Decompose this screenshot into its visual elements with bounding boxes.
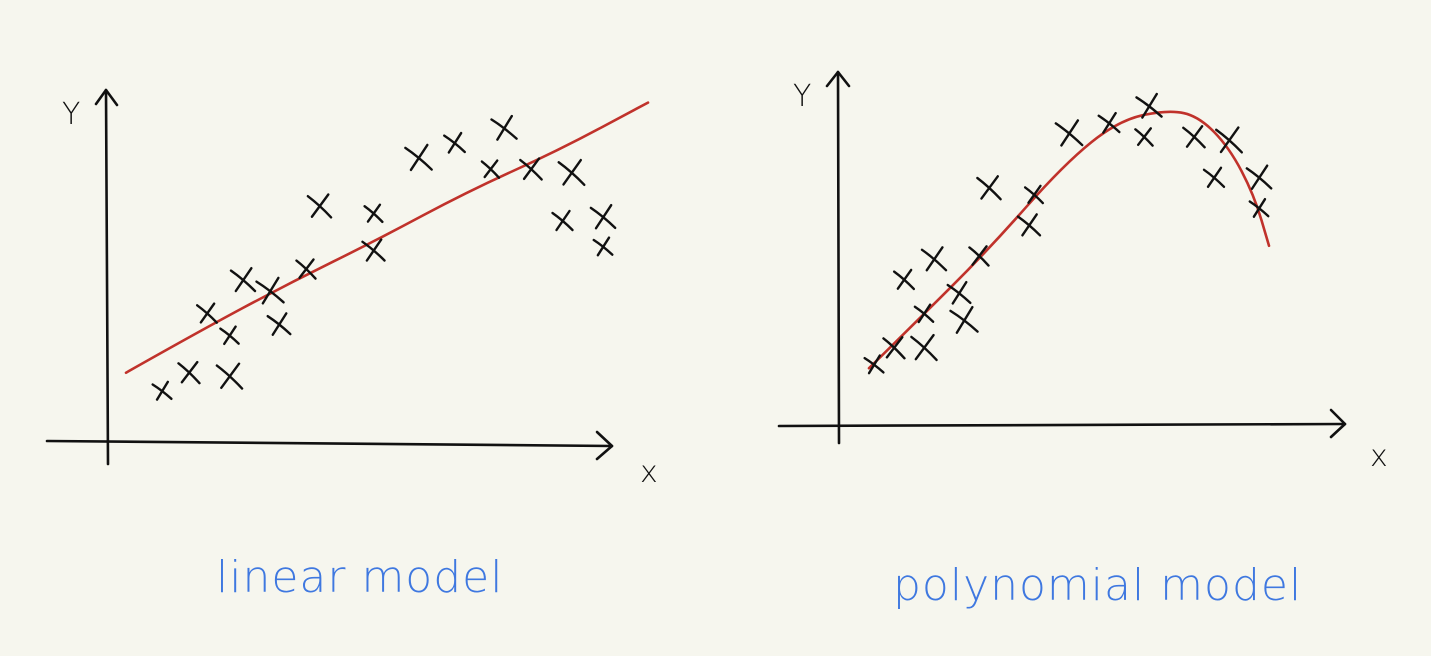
linear-fit-curve	[124, 101, 650, 374]
scatter-point-mark	[177, 360, 201, 385]
scatter-point-mark	[363, 203, 384, 224]
y-axis-arrowhead-icon	[825, 70, 851, 88]
scatter-point-mark	[219, 325, 240, 346]
scatter-point-mark	[913, 303, 935, 324]
scatter-point-mark	[863, 354, 885, 375]
scatter-point-mark	[1135, 92, 1163, 119]
y-axis-line	[104, 88, 110, 466]
x-axis-line	[777, 422, 1347, 428]
y-axis-label: Y	[62, 97, 80, 132]
scatter-point-mark	[519, 157, 543, 181]
y-axis-line	[836, 70, 841, 445]
x-axis-arrowhead-icon	[1329, 408, 1347, 439]
scatter-point-mark	[404, 143, 433, 172]
fit-curve-line	[867, 110, 1271, 370]
scatter-point-mark	[1248, 197, 1270, 218]
scatter-point-mark	[1054, 119, 1084, 147]
scatter-point-mark	[1016, 213, 1042, 237]
fit-curve-line	[124, 101, 650, 374]
polynomial-model-panel: x Y polynomial model	[777, 70, 1388, 611]
scatter-point-mark	[295, 258, 317, 280]
scatter-point-mark	[1245, 164, 1273, 190]
scatter-point-mark	[592, 236, 614, 257]
scatter-point-mark	[195, 302, 219, 324]
scatter-point-mark	[589, 203, 617, 230]
scatter-point-mark	[557, 158, 586, 187]
scatter-point-mark	[1214, 126, 1243, 154]
scatter-point-mark	[306, 193, 333, 219]
scatter-points	[863, 92, 1273, 375]
scatter-point-mark	[1134, 127, 1154, 147]
scatter-point-mark	[892, 268, 916, 291]
scatter-point-mark	[968, 245, 990, 267]
scatter-point-mark	[443, 131, 467, 154]
y-axis-label: Y	[793, 79, 811, 114]
scatter-point-mark	[946, 280, 972, 305]
scatter-point-mark	[215, 362, 244, 390]
scatter-point-mark	[1202, 166, 1226, 189]
scatter-points	[151, 114, 617, 401]
scatter-point-mark	[480, 159, 501, 179]
scatter-point-mark	[910, 333, 938, 362]
chart-title: linear model	[216, 552, 503, 603]
scatter-point-mark	[490, 114, 518, 141]
x-axis-label: x	[1370, 439, 1388, 474]
scatter-point-mark	[949, 305, 979, 334]
scatter-point-mark	[1182, 125, 1206, 149]
x-axis-label: x	[640, 455, 658, 490]
chart-title: polynomial model	[893, 560, 1302, 611]
scatter-point-mark	[229, 267, 257, 293]
scatter-point-mark	[266, 312, 292, 336]
scatter-point-mark	[151, 380, 173, 401]
scatter-point-mark	[882, 336, 906, 360]
scatter-point-mark	[1023, 184, 1045, 205]
scatter-point-mark	[361, 238, 386, 262]
polynomial-fit-curve	[867, 110, 1271, 370]
x-axis-arrowhead-icon	[595, 430, 614, 461]
linear-model-panel: x Y linear model	[45, 88, 658, 603]
scatter-point-mark	[551, 209, 574, 232]
scatter-point-mark	[1097, 111, 1121, 134]
x-axis-line	[45, 439, 614, 448]
scatter-point-mark	[976, 175, 1002, 201]
y-axis-arrowhead-icon	[94, 88, 119, 107]
scatter-point-mark	[920, 246, 948, 272]
scatter-point-mark	[255, 276, 285, 305]
